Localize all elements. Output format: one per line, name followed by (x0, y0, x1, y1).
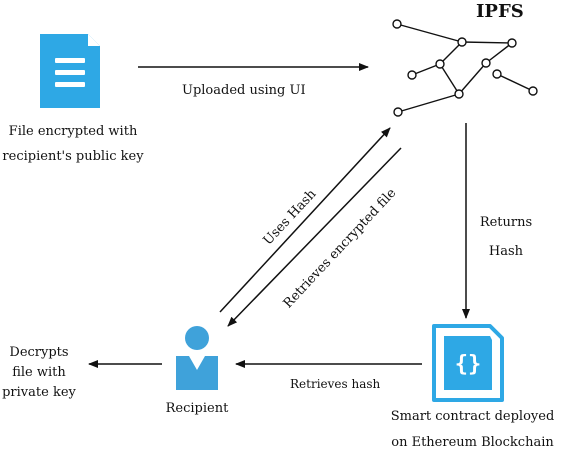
user-icon (176, 326, 218, 390)
returns-label-line2: Hash (488, 244, 524, 259)
file-document-icon (40, 34, 100, 108)
decrypt-line2: file with (12, 365, 66, 380)
retrieves-file-arrow (227, 147, 402, 327)
svg-text:{}: {} (455, 352, 482, 377)
recipient-label: Recipient (165, 401, 229, 416)
retrieves-hash-label: Retrieves hash (290, 377, 381, 391)
contract-caption-line1: Smart contract deployed (390, 409, 555, 424)
decrypt-line1: Decrypts (9, 345, 69, 360)
decrypt-line3: private key (2, 385, 76, 400)
contract-caption-line2: on Ethereum Blockchain (391, 435, 554, 450)
uses-hash-arrow (219, 127, 391, 313)
upload-label: Uploaded using UI (182, 83, 306, 98)
file-caption-line1: File encrypted with (8, 124, 138, 139)
ipfs-title: IPFS (476, 1, 524, 22)
code-braces-file-icon: {} (432, 324, 504, 402)
file-caption-line2: recipient's public key (2, 149, 144, 164)
network-graph-icon (392, 19, 538, 117)
returns-label-line1: Returns (479, 215, 533, 230)
